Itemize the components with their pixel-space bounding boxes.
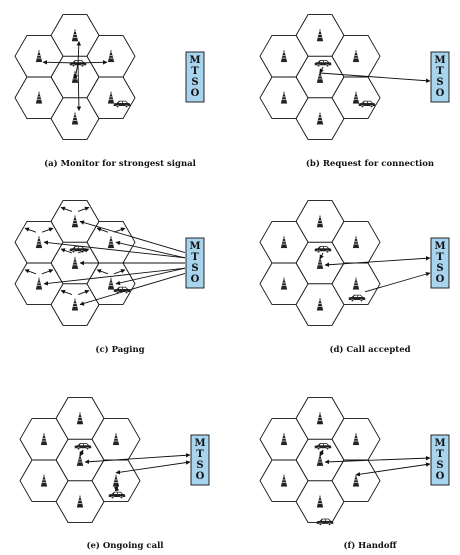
signal-arrow [113, 486, 120, 492]
mtso-letter: T [436, 66, 444, 77]
signal-arrow [77, 206, 90, 212]
signal-arrow [319, 252, 324, 260]
mtso-letter: M [189, 55, 200, 66]
signal-arrow [41, 227, 54, 233]
signal-arrow [60, 248, 73, 254]
panel-caption: (d) Call accepted [329, 344, 410, 355]
signal-arrow [77, 60, 108, 65]
signal-arrow [355, 462, 431, 477]
mtso-letter: O [191, 88, 200, 99]
mtso-box [430, 434, 450, 486]
signal-arrow [41, 269, 54, 275]
mtso-letter: M [434, 438, 445, 449]
mtso-letter: T [191, 66, 199, 77]
signal-arrow [60, 206, 73, 212]
signal-arrow [84, 453, 191, 464]
mtso-box [190, 434, 210, 486]
mtso-letter: S [191, 263, 198, 274]
signal-arrow [79, 449, 84, 457]
signal-arrow [319, 72, 431, 83]
mtso-letter: O [191, 274, 200, 285]
signal-arrow [115, 460, 191, 475]
signal-arrow [319, 449, 324, 457]
signal-arrow [364, 271, 431, 293]
signal-arrow [60, 289, 73, 295]
panel-caption: (b) Request for connection [306, 158, 434, 169]
mtso-letter: M [189, 241, 200, 252]
signal-arrow [24, 269, 37, 275]
signal-arrow [76, 40, 82, 64]
panel-caption: (a) Monitor for strongest signal [44, 158, 197, 169]
signal-arrow [324, 256, 431, 267]
mtso-letter: O [436, 471, 445, 482]
mtso-letter: O [436, 88, 445, 99]
mtso-letter: M [434, 241, 445, 252]
signal-arrow [115, 240, 186, 259]
signal-arrow [73, 62, 79, 80]
mtso-letter: O [436, 274, 445, 285]
panel-caption: (f) Handoff [344, 540, 398, 551]
mtso-box [430, 237, 450, 289]
signal-arrow [113, 227, 126, 233]
signal-arrow [77, 289, 90, 295]
mtso-letter: T [191, 252, 199, 263]
mtso-letter: T [436, 449, 444, 460]
signal-arrow [77, 248, 90, 254]
mtso-box [185, 237, 205, 289]
mtso-letter: S [196, 460, 203, 471]
mtso-letter: O [196, 471, 205, 482]
mtso-letter: S [191, 77, 198, 88]
mtso-box [430, 51, 450, 103]
panel-caption: (e) Ongoing call [86, 540, 164, 551]
signal-arrow [96, 269, 109, 275]
signal-arrow [79, 272, 186, 306]
signal-arrow [42, 60, 79, 65]
signal-arrow [324, 455, 431, 465]
signal-arrow [319, 66, 324, 74]
mtso-letter: S [436, 460, 443, 471]
mtso-letter: M [434, 55, 445, 66]
signal-arrow [24, 227, 37, 233]
signal-arrow [115, 267, 186, 286]
signal-arrow [43, 240, 186, 259]
mtso-letter: M [194, 438, 205, 449]
signal-arrow [43, 267, 186, 286]
panel-caption: (c) Paging [95, 344, 144, 355]
mtso-letter: T [196, 449, 204, 460]
signal-arrow [96, 227, 109, 233]
mtso-letter: S [436, 263, 443, 274]
signal-arrow [76, 62, 82, 112]
mtso-letter: S [436, 77, 443, 88]
signal-arrow [79, 220, 186, 254]
mtso-letter: T [436, 252, 444, 263]
mtso-box [185, 51, 205, 103]
signal-arrow [113, 269, 126, 275]
